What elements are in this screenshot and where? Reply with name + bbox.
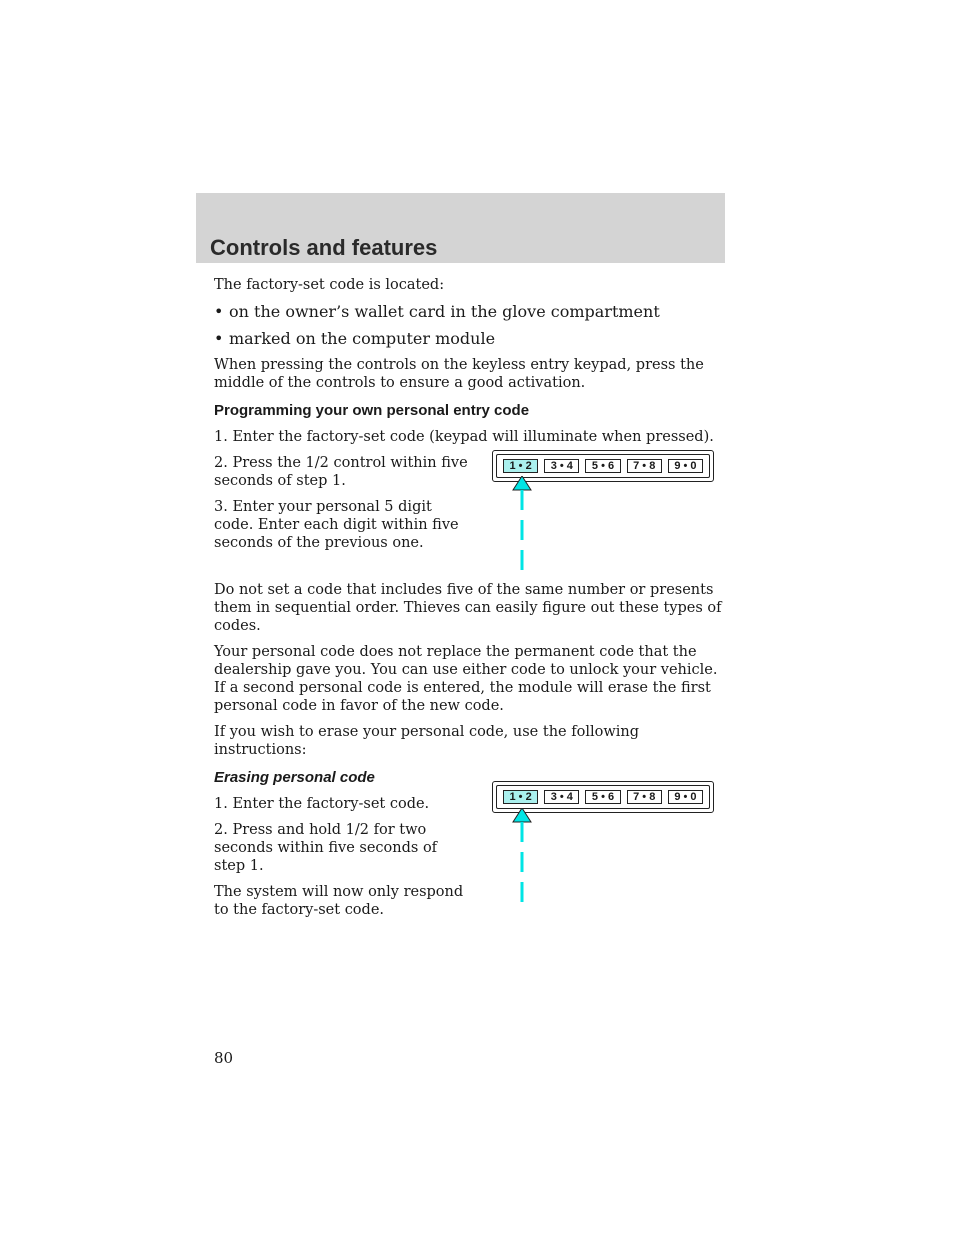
list-item-text: on the owner’s wallet card in the glove … — [229, 302, 660, 321]
list-item: • on the owner’s wallet card in the glov… — [214, 302, 724, 321]
warning-paragraph: Do not set a code that includes five of … — [214, 582, 722, 634]
erasing-step-1: 1. Enter the factory-set code. — [214, 796, 430, 812]
keypad-illustration-erasing: 1 • 2 3 • 4 5 • 6 7 • 8 9 • 0 — [492, 781, 716, 829]
keypad-key-7-8: 7 • 8 — [626, 790, 662, 804]
keypad-key-5-6: 5 • 6 — [585, 459, 621, 473]
keypad-frame: 1 • 2 3 • 4 5 • 6 7 • 8 9 • 0 — [492, 781, 714, 813]
section-title: Controls and features — [210, 235, 438, 260]
keypad-key-1-2: 1 • 2 — [503, 459, 539, 473]
programming-step-1: 1. Enter the factory-set code (keypad wi… — [214, 429, 714, 445]
keypad-frame: 1 • 2 3 • 4 5 • 6 7 • 8 9 • 0 — [492, 450, 714, 482]
pressing-note-paragraph: When pressing the controls on the keyles… — [214, 357, 704, 391]
code-notes-section: Do not set a code that includes five of … — [214, 581, 724, 919]
pointer-arrow-icon — [512, 808, 532, 902]
keypad-key-1-2: 1 • 2 — [503, 790, 539, 804]
list-item-text: marked on the computer module — [229, 329, 496, 348]
keypad-illustration-programming: 1 • 2 3 • 4 5 • 6 7 • 8 9 • 0 — [492, 450, 716, 498]
programming-step-2: 2. Press the 1/2 control within five sec… — [214, 455, 468, 489]
page-number: 80 — [214, 1049, 234, 1067]
keypad-key-9-0: 9 • 0 — [667, 459, 704, 473]
intro-section: The factory-set code is located: • on th… — [214, 276, 724, 552]
keypad-key-7-8: 7 • 8 — [626, 459, 662, 473]
keypad-key-5-6: 5 • 6 — [585, 790, 621, 804]
section-header-band: Controls and features — [196, 193, 725, 263]
erasing-result: The system will now only respond to the … — [214, 884, 464, 918]
erasing-step-2: 2. Press and hold 1/2 for two seconds wi… — [214, 822, 438, 874]
keypad-key-3-4: 3 • 4 — [544, 790, 580, 804]
erase-intro-paragraph: If you wish to erase your personal code,… — [214, 724, 639, 758]
located-paragraph: The factory-set code is located: — [214, 277, 445, 293]
keypad-buttons: 1 • 2 3 • 4 5 • 6 7 • 8 9 • 0 — [496, 454, 710, 478]
list-item: • marked on the computer module — [214, 329, 724, 348]
keypad-key-3-4: 3 • 4 — [544, 459, 580, 473]
bullet-dot: • — [214, 302, 224, 321]
programming-step-3: 3. Enter your personal 5 digit code. Ent… — [214, 499, 459, 551]
programming-heading: Programming your own personal entry code — [214, 402, 530, 419]
keypad-buttons: 1 • 2 3 • 4 5 • 6 7 • 8 9 • 0 — [496, 785, 710, 809]
pointer-arrow-icon — [512, 476, 532, 570]
keypad-key-9-0: 9 • 0 — [667, 790, 704, 804]
replace-note-paragraph: Your personal code does not replace the … — [214, 644, 718, 714]
bullet-dot: • — [214, 329, 224, 348]
erasing-heading: Erasing personal code — [214, 769, 375, 786]
